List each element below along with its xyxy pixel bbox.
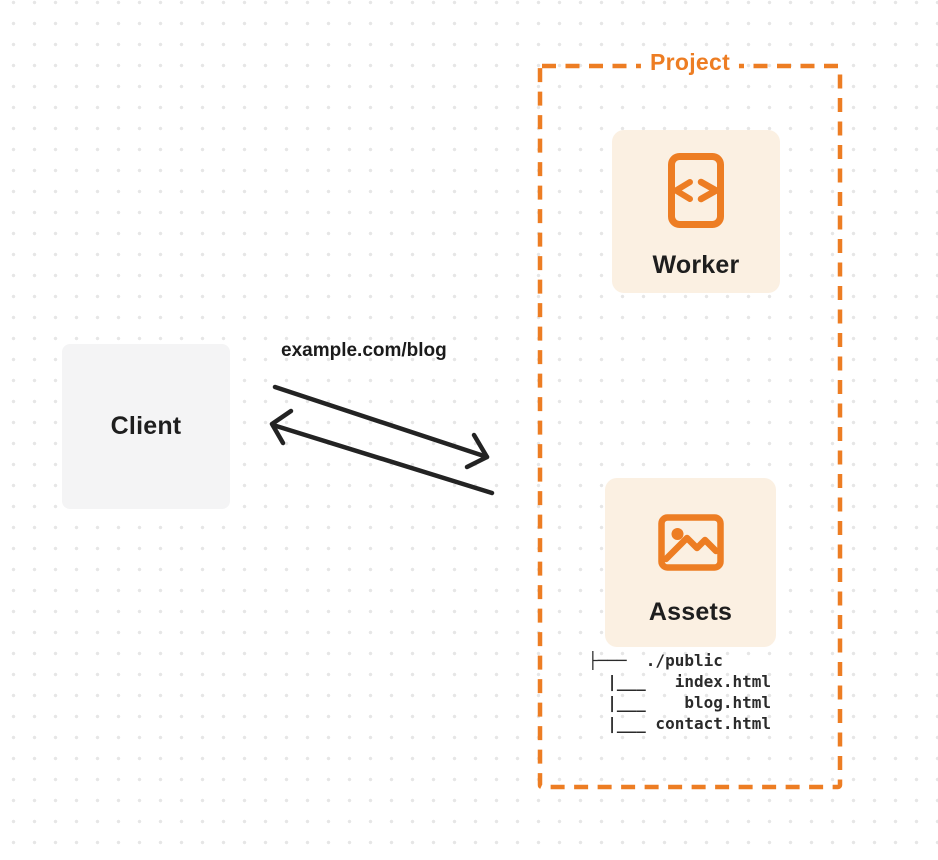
request-url-label: example.com/blog: [281, 340, 447, 361]
request-arrow: [272, 384, 490, 470]
response-arrow: [269, 408, 495, 496]
assets-file-tree: ├─── ./public |___ index.html |___ blog.…: [588, 650, 771, 734]
assets-card: Assets: [605, 478, 776, 647]
assets-label: Assets: [648, 598, 733, 626]
worker-label: Worker: [652, 251, 740, 279]
file-tree-item: |___ contact.html: [588, 714, 772, 733]
client-label: Client: [110, 412, 182, 440]
code-file-icon: [668, 153, 724, 228]
project-label: Project: [640, 49, 740, 76]
client-card: Client: [62, 344, 230, 509]
file-tree-root: ├─── ./public: [588, 651, 723, 670]
file-tree-item: |___ blog.html: [588, 693, 772, 712]
image-icon: [657, 514, 724, 571]
file-tree-item: |___ index.html: [588, 672, 772, 691]
worker-card: Worker: [612, 130, 780, 293]
